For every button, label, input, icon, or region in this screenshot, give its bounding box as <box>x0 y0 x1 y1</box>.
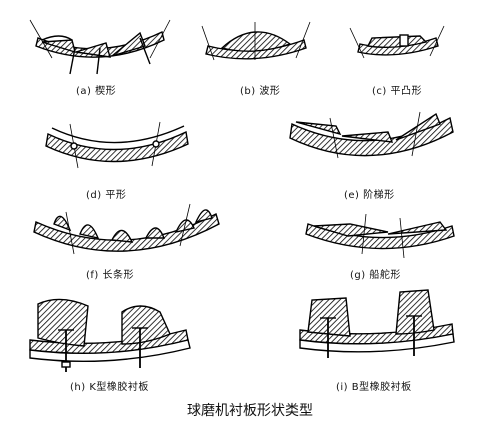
liner-f-drawing <box>33 203 220 255</box>
panel-label-h: (h) K型橡胶衬板 <box>70 382 149 393</box>
figure-caption: 球磨机衬板形状类型 <box>187 403 313 419</box>
panel-label-e: (e) 阶梯形 <box>344 190 395 201</box>
liner-e-drawing <box>289 111 454 159</box>
panel-label-c: (c) 平凸形 <box>372 86 422 97</box>
liner-b-drawing <box>201 21 311 61</box>
panel-label-f: (f) 长条形 <box>86 270 135 281</box>
liner-d-drawing <box>45 121 189 169</box>
panel-label-a: (a) 楔形 <box>76 86 117 97</box>
liner-c-drawing <box>349 25 445 59</box>
panel-label-g: (g) 船舵形 <box>350 270 401 281</box>
panel-label-d: (d) 平形 <box>86 190 127 201</box>
liner-a-drawing <box>29 19 171 75</box>
panel-label-i: (i) B型橡胶衬板 <box>336 382 412 393</box>
liner-i-drawing <box>299 289 455 358</box>
liner-g-drawing <box>305 213 455 259</box>
liner-h-drawing <box>29 298 191 372</box>
panel-label-b: (b) 波形 <box>240 86 281 97</box>
